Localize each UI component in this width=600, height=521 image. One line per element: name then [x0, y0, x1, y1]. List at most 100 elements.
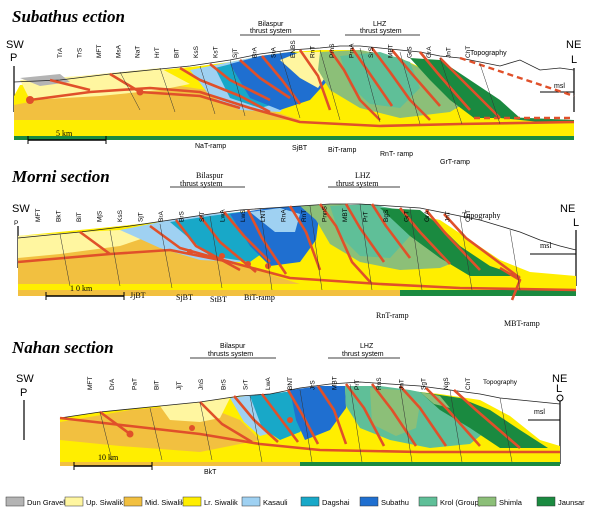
legend-label: Mid. Siwalik [145, 498, 185, 507]
legend-label: Dun Gravels [27, 498, 69, 507]
section-title: Morni section [11, 167, 110, 186]
nahan-section: Nahan section SW P NE L msl Topography [11, 338, 567, 476]
ramp-label: NaT-ramp [195, 143, 226, 150]
thrust-label: BrA [158, 211, 165, 223]
legend-swatch [418, 496, 438, 507]
system-left-2: thrust system [250, 28, 292, 35]
thrust-label: SjT [232, 48, 239, 58]
thrust-label: PnnS [322, 205, 329, 222]
thrust-label: MBT [387, 44, 394, 58]
sw-label: SW [16, 373, 34, 385]
thrust-label: MFT [87, 377, 94, 390]
sw-label: SW [6, 39, 24, 51]
thrust-label: BiT [174, 48, 181, 58]
thrust-label: JnT [446, 47, 453, 58]
thrust-label: KsS [117, 209, 124, 222]
system-left-2: thrusts system [208, 351, 253, 358]
msl-label: msl [534, 409, 545, 416]
thrust-tip [26, 96, 34, 104]
thrust-label: JjT [176, 381, 183, 390]
basal-thrust [29, 86, 575, 128]
thrust-label: SrA [271, 47, 278, 59]
thrust-label: TrS [76, 47, 83, 58]
msl-label: msl [554, 83, 565, 90]
thrust-label: RnS [376, 377, 383, 390]
ramp-label: GrT-ramp [440, 159, 470, 166]
thrust-label: ENBS [290, 40, 297, 58]
thrust-label: PrnS [329, 43, 336, 58]
legend-label: Dagshai [322, 498, 350, 507]
system-left-2: thrust system [180, 179, 223, 188]
legend-swatch [359, 496, 379, 507]
system-left-1: Bilaspur [220, 343, 246, 350]
ramp-label: RnT-ramp [376, 311, 409, 320]
system-left-1: Bilaspur [196, 171, 223, 180]
thrust-label: LNT [260, 210, 267, 222]
ramp-label: BiT-ramp [244, 293, 275, 302]
thrust-label: DrA [109, 378, 116, 390]
sw-label: SW [12, 203, 30, 215]
ne-label: NE [552, 373, 567, 385]
msl-label: msl [540, 241, 552, 250]
morni-section: Morni section SW P NE L msl Topography [11, 167, 579, 328]
thrust-label: SrT [243, 380, 250, 391]
subathu-section: Subathus ection SW P NE L msl Topography [6, 7, 581, 166]
ramp-label: MBT-ramp [504, 319, 540, 328]
topography-line [13, 45, 575, 83]
legend-swatch [182, 496, 202, 507]
thrust-label: ChT [465, 378, 472, 390]
legend-swatch [241, 496, 261, 507]
thrust-label: RnA [281, 209, 288, 222]
legend-label: Kasauli [263, 498, 288, 507]
thrust-label: JrS [309, 380, 316, 390]
krol-block [340, 52, 420, 108]
thrust-label: KsS [193, 45, 200, 58]
thrust-label: HrT [154, 47, 161, 58]
ramp-label: JjBT [130, 291, 146, 300]
scale-label: 1 0 km [70, 284, 93, 293]
thrust-label: BgS [383, 209, 390, 222]
thrust-label: BrA [251, 47, 258, 59]
legend-label: Jaunsar [558, 498, 585, 507]
thrust-label: RnT [310, 46, 317, 58]
thrust-label: MFT [96, 45, 103, 58]
thrust-label: GrT [404, 211, 411, 222]
ne-marker: L [571, 54, 577, 66]
system-left-1: Bilaspur [258, 21, 284, 28]
thrust-label: SgT [421, 378, 428, 390]
system-right-2: thrust system [336, 179, 379, 188]
thrust-label: LwA [219, 209, 226, 222]
thrust-label: BrS [178, 211, 185, 223]
thrust-label: GrA [426, 46, 433, 58]
sw-marker: P [14, 220, 18, 227]
thrust-label: SrS [368, 47, 375, 59]
legend-swatch [123, 496, 143, 507]
legend-swatch [5, 496, 25, 507]
thrust-label: BiT [76, 212, 83, 222]
thrust-label: JnT [398, 379, 405, 390]
thrust-label: BiT [154, 380, 161, 390]
thrust-label: RnT [301, 210, 308, 222]
scale-label: 10 km [98, 453, 119, 462]
ne-marker: L [556, 383, 562, 395]
thrust-label: NaT [135, 46, 142, 58]
ramp-label: StBT [210, 295, 227, 304]
thrust-label: PaT [132, 378, 139, 390]
thrust-label: JnS [198, 378, 205, 390]
ramp-label: BkT [204, 469, 217, 476]
ne-label: NE [566, 39, 581, 51]
ramp-label: SjBT [176, 293, 193, 302]
sw-marker: P [20, 387, 27, 399]
thrust-label: MFT [35, 209, 42, 222]
legend-label: Subathu [381, 498, 409, 507]
topography-label: Topography [483, 379, 518, 386]
thrust-label: PrT [354, 380, 361, 391]
ramp-label: BiT-ramp [328, 147, 357, 154]
thrust-label: KsT [212, 46, 219, 58]
thrust-label: BrS [220, 379, 227, 391]
legend-swatch [64, 496, 84, 507]
